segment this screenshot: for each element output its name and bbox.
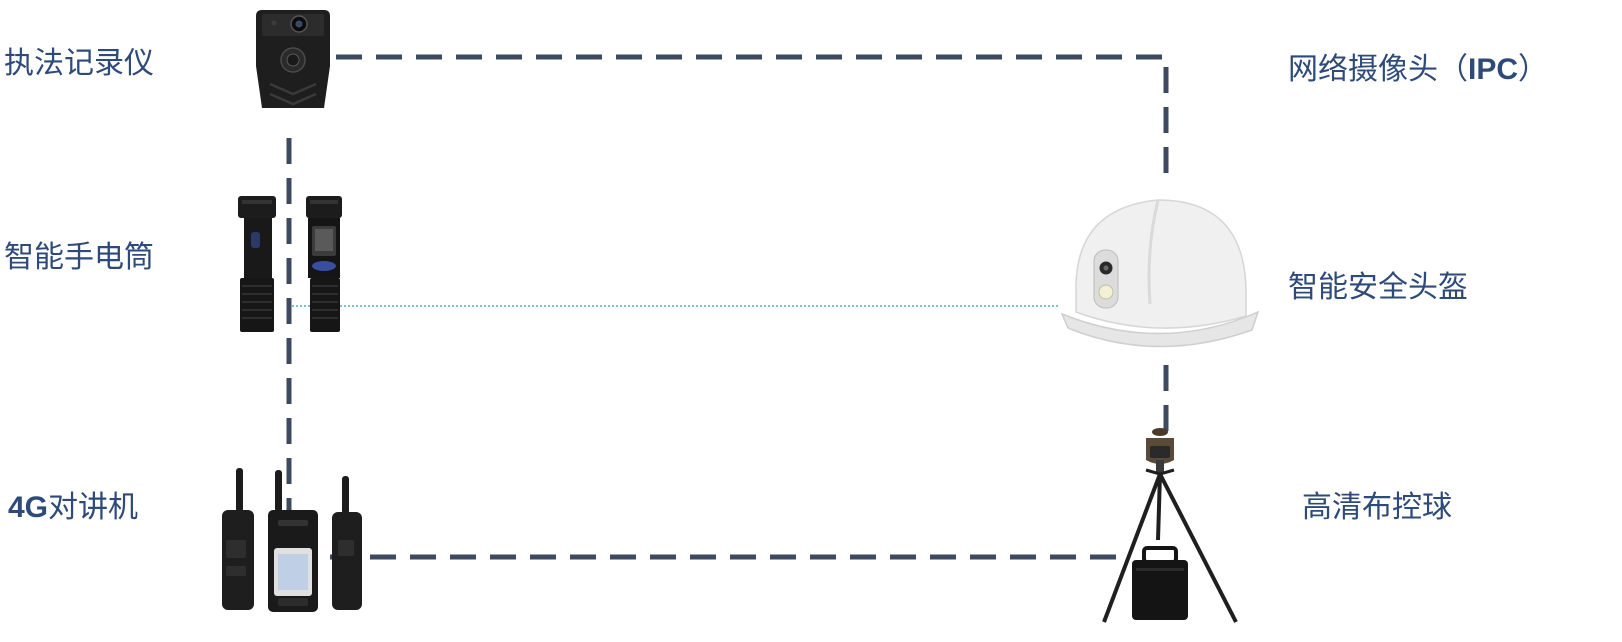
label-radio-suffix: 对讲机 bbox=[48, 490, 139, 525]
label-radio-prefix: 4G bbox=[8, 491, 49, 524]
label-body-cam-text: 执法记录仪 bbox=[4, 46, 154, 81]
label-body-cam: 执法记录仪 bbox=[4, 38, 154, 82]
dashed-connections bbox=[286, 54, 1169, 560]
label-ptz-ball-text: 高清布控球 bbox=[1302, 490, 1452, 525]
label-ipc-code: IPC bbox=[1468, 53, 1519, 86]
label-ipc-close: ） bbox=[1518, 52, 1549, 87]
flashlight-icon bbox=[238, 196, 342, 332]
label-helmet: 智能安全头盔 bbox=[1288, 262, 1468, 306]
label-ptz-ball: 高清布控球 bbox=[1302, 482, 1452, 526]
label-flashlight: 智能手电筒 bbox=[4, 232, 154, 276]
top-connection-line bbox=[336, 54, 1169, 185]
helmet-icon bbox=[1060, 199, 1260, 348]
label-ipc: 网络摄像头（IPC） bbox=[1288, 44, 1548, 88]
body-camera-icon bbox=[256, 10, 330, 108]
walkie-talkie-icon bbox=[222, 468, 362, 612]
label-ipc-text: 网络摄像头（ bbox=[1288, 52, 1468, 87]
label-flashlight-text: 智能手电筒 bbox=[4, 240, 154, 275]
label-radio: 4G对讲机 bbox=[8, 482, 138, 526]
label-helmet-text: 智能安全头盔 bbox=[1288, 270, 1468, 305]
ptz-ball-tripod-icon bbox=[1102, 428, 1238, 623]
